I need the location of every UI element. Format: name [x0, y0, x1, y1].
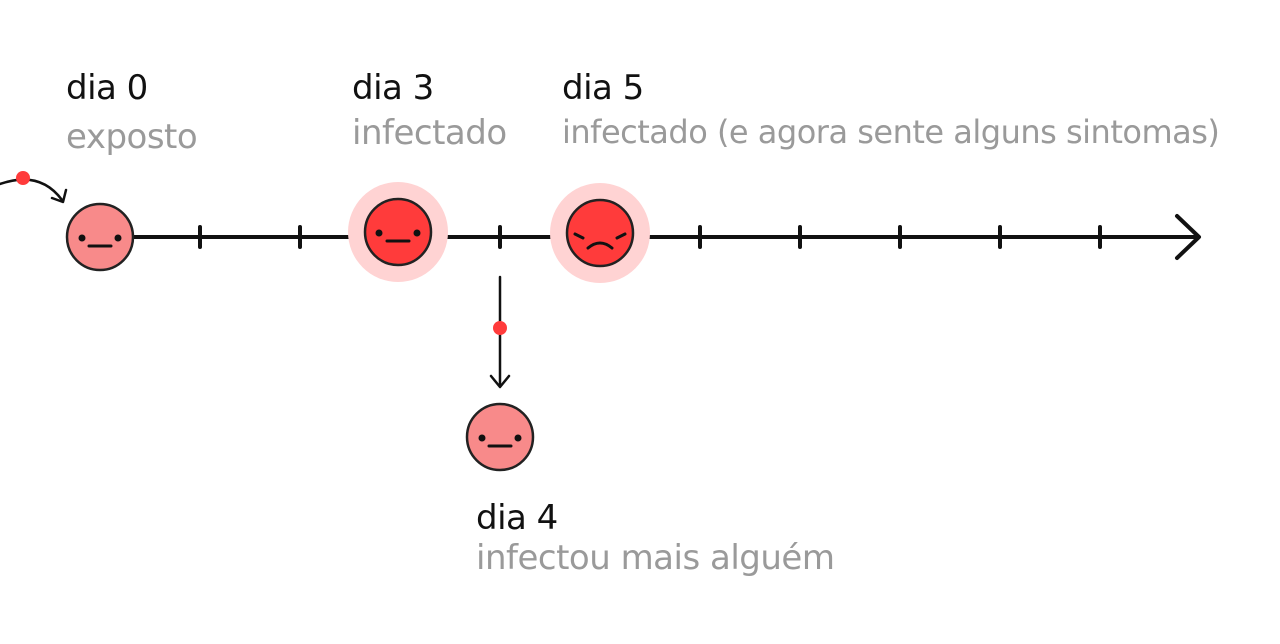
day5-label: dia 5 [562, 68, 644, 108]
sad-face-icon [565, 198, 635, 268]
transmission-arrowhead [489, 374, 511, 389]
newly-exposed-face-icon [465, 402, 535, 472]
day4-description: infectou mais alguém [476, 538, 835, 578]
incoming-arrowhead [50, 188, 68, 204]
day3-description: infectado [352, 113, 507, 153]
incoming-exposure-arrow [0, 178, 64, 202]
day0-label: dia 0 [66, 68, 148, 108]
timeline-ticks [198, 225, 1102, 249]
timeline-arrowhead [1175, 214, 1201, 260]
exposure-dot-icon [16, 171, 30, 185]
transmission-dot-icon [493, 321, 507, 335]
day4-label: dia 4 [476, 498, 558, 538]
day5-description: infectado (e agora sente alguns sintomas… [562, 113, 1220, 151]
infected-face-icon [363, 197, 433, 267]
day0-description: exposto [66, 117, 198, 157]
day3-label: dia 3 [352, 68, 434, 108]
exposed-face-icon [65, 202, 135, 272]
